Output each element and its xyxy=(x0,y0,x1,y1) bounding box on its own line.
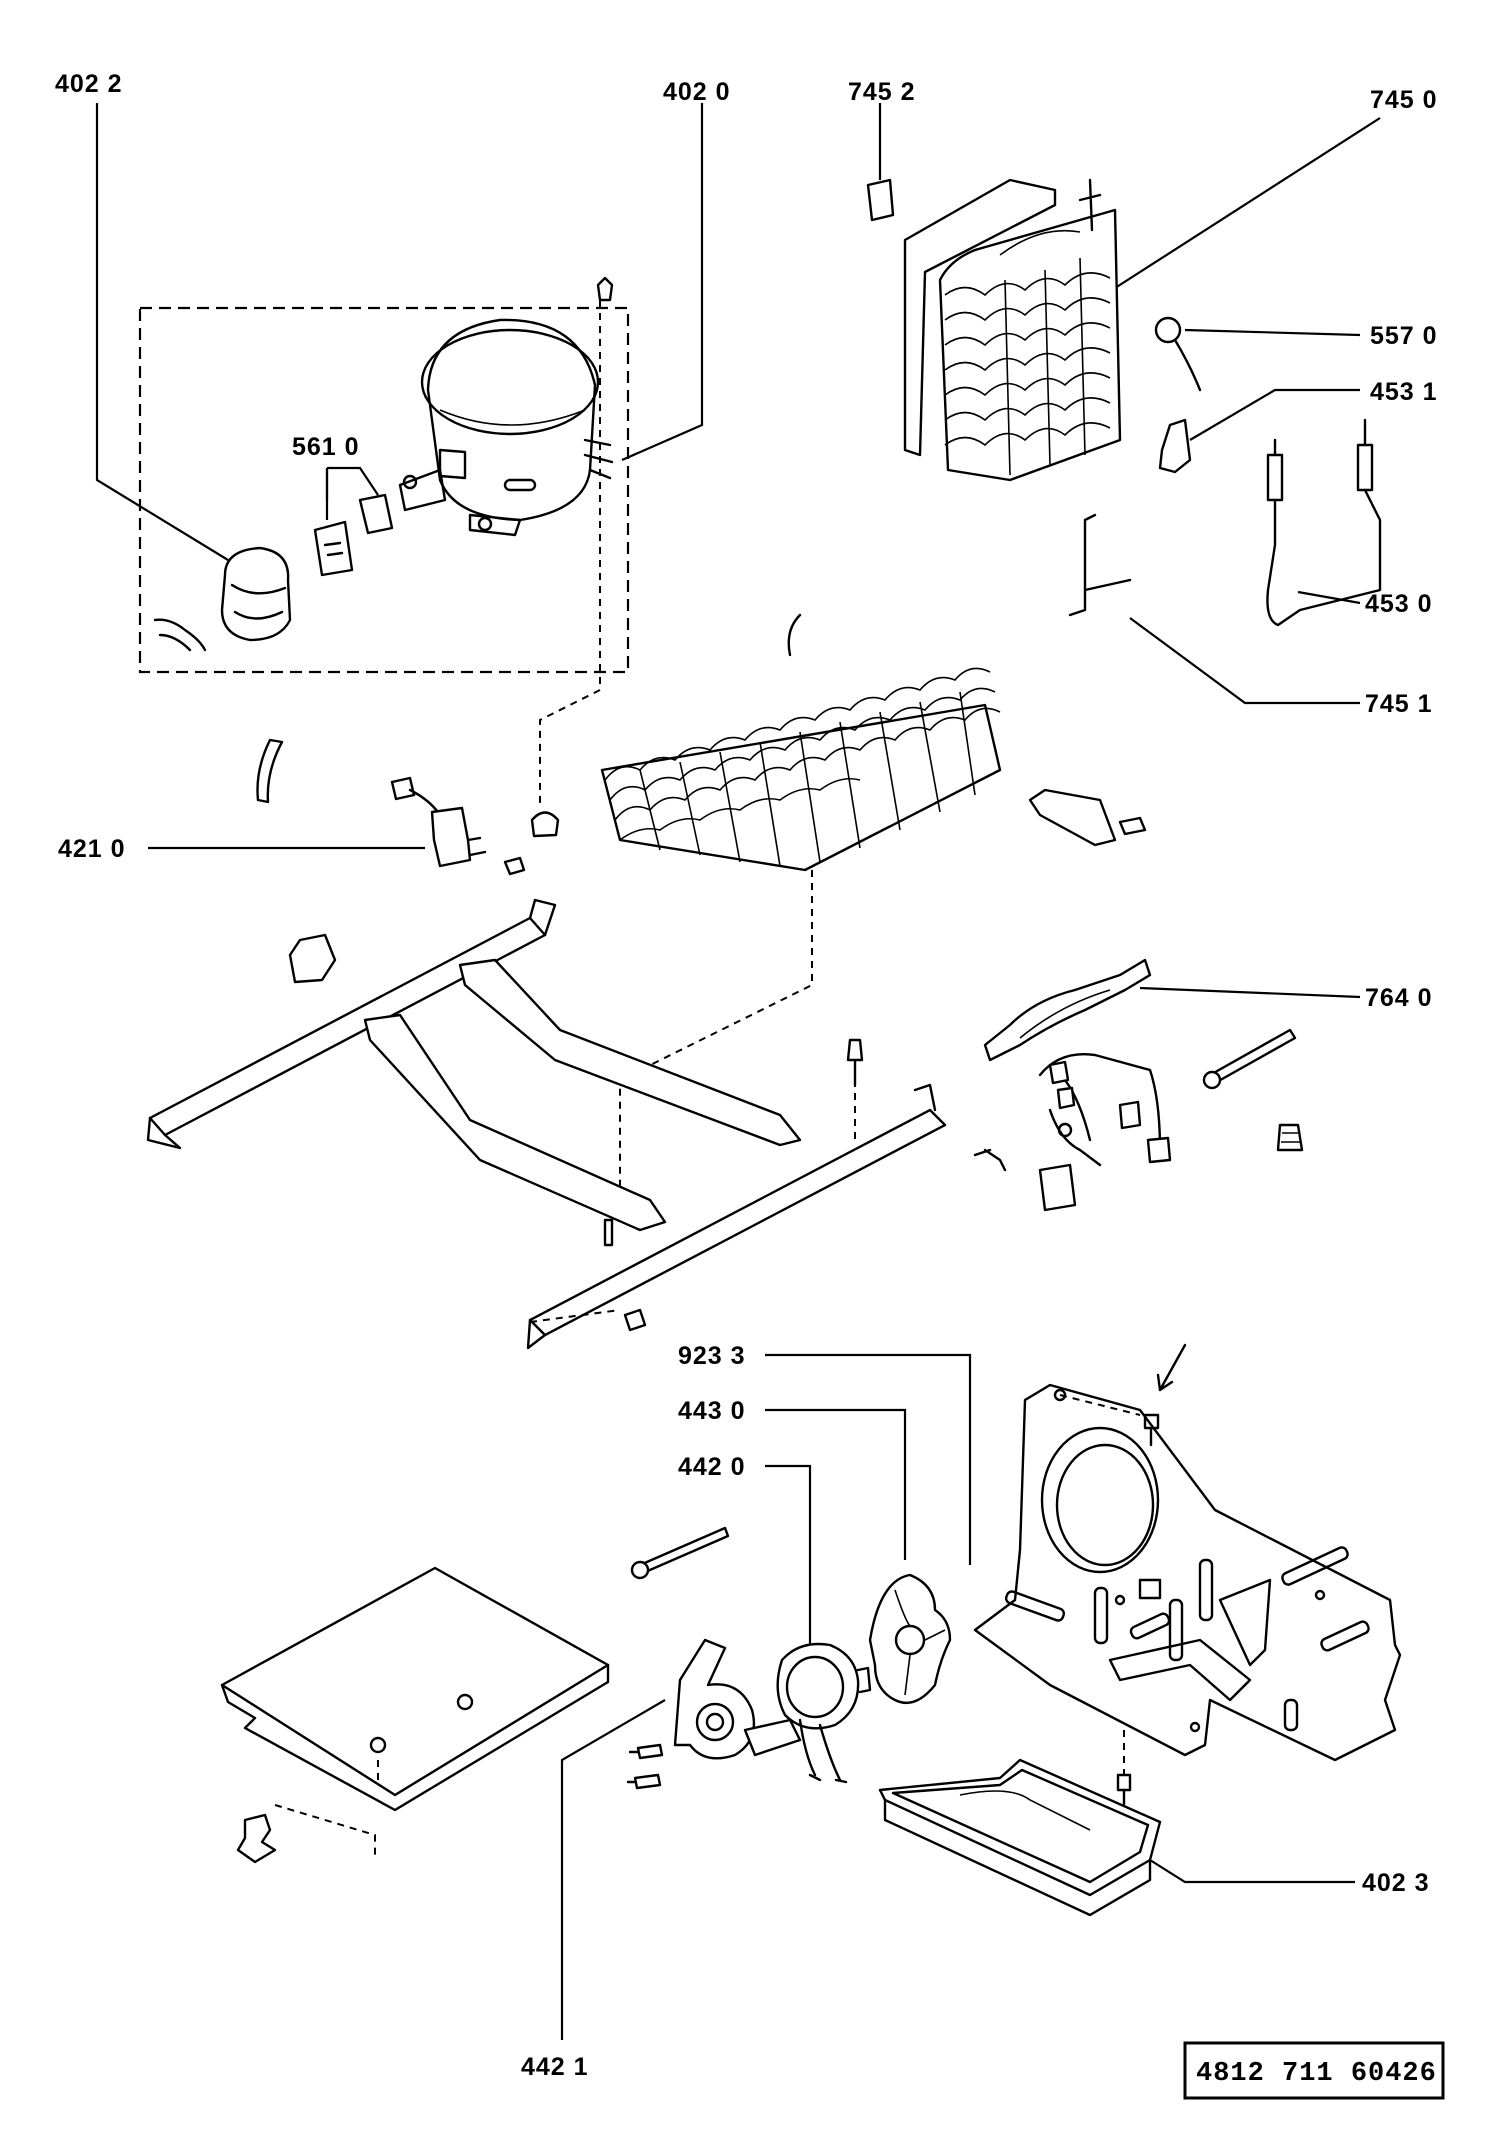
screws-icon xyxy=(626,1743,664,1790)
part-label-4023: 402 3 xyxy=(1362,1869,1430,1897)
part-label-4420: 442 0 xyxy=(678,1453,746,1481)
cover-panel-icon xyxy=(220,1566,610,1864)
part-label-4421: 442 1 xyxy=(521,2053,589,2081)
part-labels: 402 2 402 0 745 2 745 0 557 0 453 1 561 … xyxy=(55,70,1438,2081)
relay-icon xyxy=(313,493,394,577)
part-label-7640: 764 0 xyxy=(1365,984,1433,1012)
capillary-tube-icon xyxy=(1266,418,1382,627)
motor-icon xyxy=(776,1642,872,1784)
condenser-icon xyxy=(600,613,1002,872)
part-label-7450: 745 0 xyxy=(1370,86,1438,114)
frame-icon xyxy=(146,898,1007,1350)
rod-and-grommet-icon xyxy=(1202,1028,1304,1152)
fan-icon xyxy=(868,1573,952,1705)
part-label-7451: 745 1 xyxy=(1365,690,1433,718)
part-label-5570: 557 0 xyxy=(1370,322,1438,350)
wiring-harness-icon xyxy=(1038,1053,1172,1212)
overload-protector-icon xyxy=(153,546,292,652)
bracket-4531 xyxy=(1158,418,1192,474)
probe-rod-icon xyxy=(630,1526,730,1580)
drawing-code-text: 4812 711 60426 xyxy=(1196,2059,1437,2089)
part-label-4022: 402 2 xyxy=(55,70,123,98)
part-label-9233: 923 3 xyxy=(678,1342,746,1370)
part-label-4531: 453 1 xyxy=(1370,378,1438,406)
part-label-4530: 453 0 xyxy=(1365,590,1433,618)
leader-lines xyxy=(95,103,1381,2040)
compressor-icon xyxy=(398,318,614,537)
part-label-4430: 443 0 xyxy=(678,1397,746,1425)
part-label-4210: 421 0 xyxy=(58,835,126,863)
small-parts-left xyxy=(256,738,560,984)
part-label-5610: 561 0 xyxy=(292,433,360,461)
filter-drier-icon xyxy=(983,958,1152,1062)
part-label-7452: 745 2 xyxy=(848,78,916,106)
drawing-code-box: 4812 711 60426 xyxy=(1183,2041,1445,2100)
bracket-7451 xyxy=(1068,513,1132,617)
fan-shroud-base-icon xyxy=(973,1343,1402,1807)
evaporator-icon xyxy=(866,178,1122,482)
part-label-4020: 402 0 xyxy=(663,78,731,106)
drip-tray-icon xyxy=(878,1758,1162,1917)
clip-bracket-icon xyxy=(1028,788,1147,847)
thermostat-sensor-icon xyxy=(1154,316,1202,392)
compressor-group xyxy=(138,276,630,674)
motor-bracket-icon xyxy=(673,1638,802,1760)
